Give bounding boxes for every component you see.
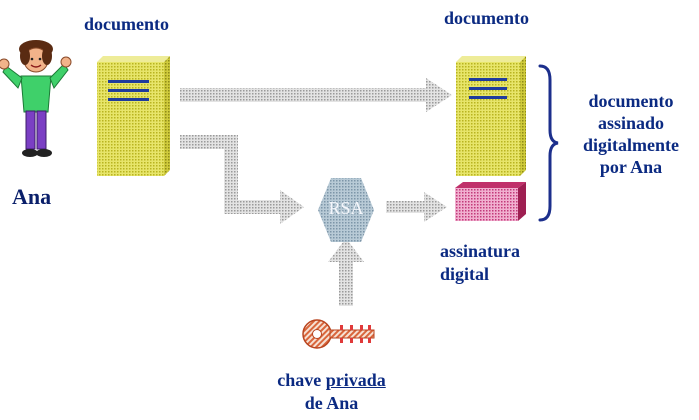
- signature-caption-line: assinatura: [440, 241, 521, 261]
- private-key-caption-line: de Ana: [304, 392, 359, 413]
- signed-caption-line: digitalmente: [583, 134, 679, 155]
- signature-block-icon: [455, 182, 526, 221]
- signed-caption-line: documento: [588, 91, 674, 111]
- key-caption-prefix: chave: [277, 370, 326, 390]
- arrow-document-to-rsa: [180, 135, 304, 224]
- signed-document-caption: documento assinado digitalmente por Ana: [570, 91, 692, 179]
- signed-document-icon: [456, 56, 526, 176]
- output-document-label: documento: [444, 8, 529, 28]
- signed-caption-line: assinado: [597, 112, 665, 133]
- arrow-key-to-rsa: [328, 238, 364, 306]
- person-icon: [0, 40, 72, 157]
- key-icon: [302, 319, 375, 349]
- rsa-hexagon-icon: [318, 178, 374, 242]
- document-icon: [97, 56, 170, 176]
- brace-icon: [538, 64, 559, 222]
- signature-caption: assinatura digital: [440, 240, 520, 285]
- private-key-caption: chave privada de Ana: [264, 369, 399, 414]
- rsa-label: RSA: [328, 198, 364, 218]
- signed-caption-line: por Ana: [599, 156, 663, 177]
- private-key-caption-line: chave privada: [264, 369, 399, 392]
- arrow-document-to-document: [180, 78, 452, 112]
- key-caption-underlined: privada: [325, 370, 386, 390]
- person-label: Ana: [12, 184, 52, 209]
- arrow-rsa-to-signature: [386, 192, 447, 222]
- signature-caption-line: digital: [440, 263, 490, 284]
- document-label: documento: [84, 14, 169, 34]
